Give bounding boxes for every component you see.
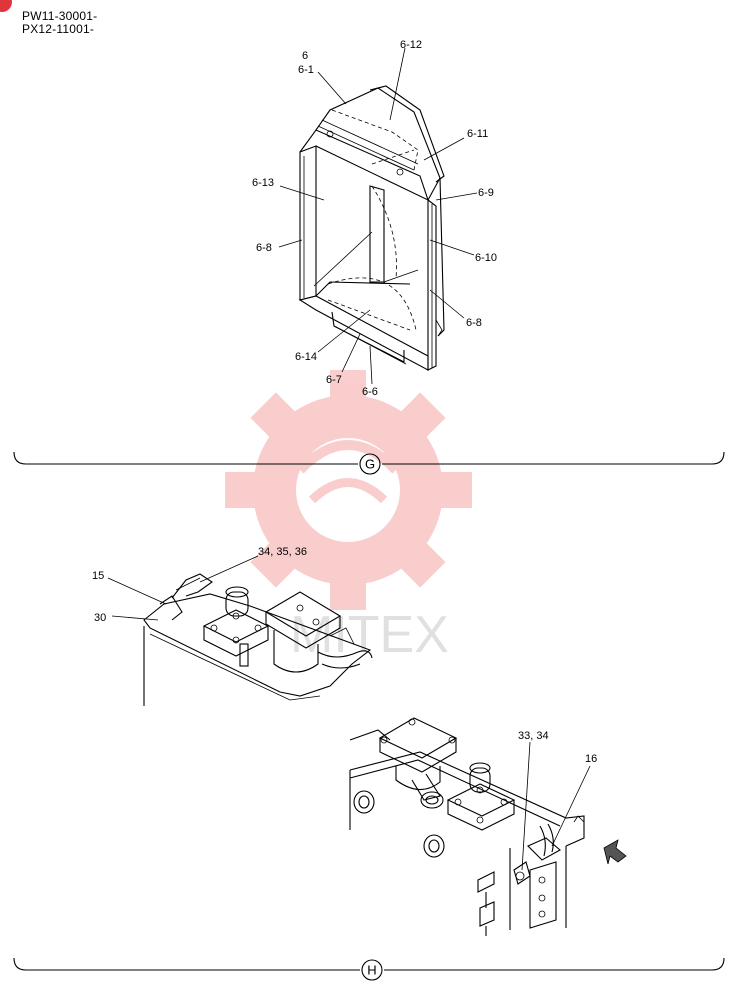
callout-30: 30 <box>94 612 106 624</box>
callout-labels-g: 6 6-1 6-12 6-11 6-9 6-13 6-10 6-8 6-8 6-… <box>252 39 497 398</box>
valve-assembly-top-view <box>143 573 373 706</box>
callout-6-10: 6-10 <box>475 252 497 264</box>
callout-6-8-right: 6-8 <box>466 317 482 329</box>
serial-range-2: PX12-11001- <box>22 22 95 36</box>
watermark-gear-icon <box>225 370 472 610</box>
callout-6-7: 6-7 <box>326 374 342 386</box>
callout-6-9: 6-9 <box>478 187 494 199</box>
watermark: MITEX <box>225 370 472 664</box>
callout-34-35-36: 34, 35, 36 <box>258 546 307 558</box>
section-marker-h: H <box>367 963 376 978</box>
serial-range-1: PW11-30001- <box>22 9 98 23</box>
leader-lines-g <box>278 47 478 385</box>
section-divider-h: H <box>13 957 725 981</box>
callout-labels-h-lower: 33, 34 16 <box>518 730 597 765</box>
callout-6-12: 6-12 <box>400 39 422 51</box>
callout-6-6: 6-6 <box>362 386 378 398</box>
callout-33-34: 33, 34 <box>518 730 549 742</box>
callout-16: 16 <box>585 753 597 765</box>
direction-arrow-icon <box>603 839 627 865</box>
callout-6-14: 6-14 <box>295 351 317 363</box>
watermark-text: MITEX <box>290 606 449 664</box>
callout-15: 15 <box>92 570 104 582</box>
section-marker-g: G <box>365 457 375 472</box>
duct-assembly-drawing <box>298 85 445 371</box>
callout-6-8-left: 6-8 <box>256 242 272 254</box>
callout-6-11: 6-11 <box>467 128 488 140</box>
section-divider-g: G <box>13 451 725 475</box>
leader-lines-h-lower <box>521 741 591 871</box>
callout-6-13: 6-13 <box>252 177 274 189</box>
valve-assembly-mounted-view <box>349 717 627 936</box>
callout-labels-h-upper: 15 30 34, 35, 36 <box>92 546 307 624</box>
callout-6: 6 <box>302 50 308 62</box>
corner-badge <box>0 0 12 12</box>
leader-lines-h-upper <box>107 555 259 621</box>
callout-6-1: 6-1 <box>298 64 314 76</box>
